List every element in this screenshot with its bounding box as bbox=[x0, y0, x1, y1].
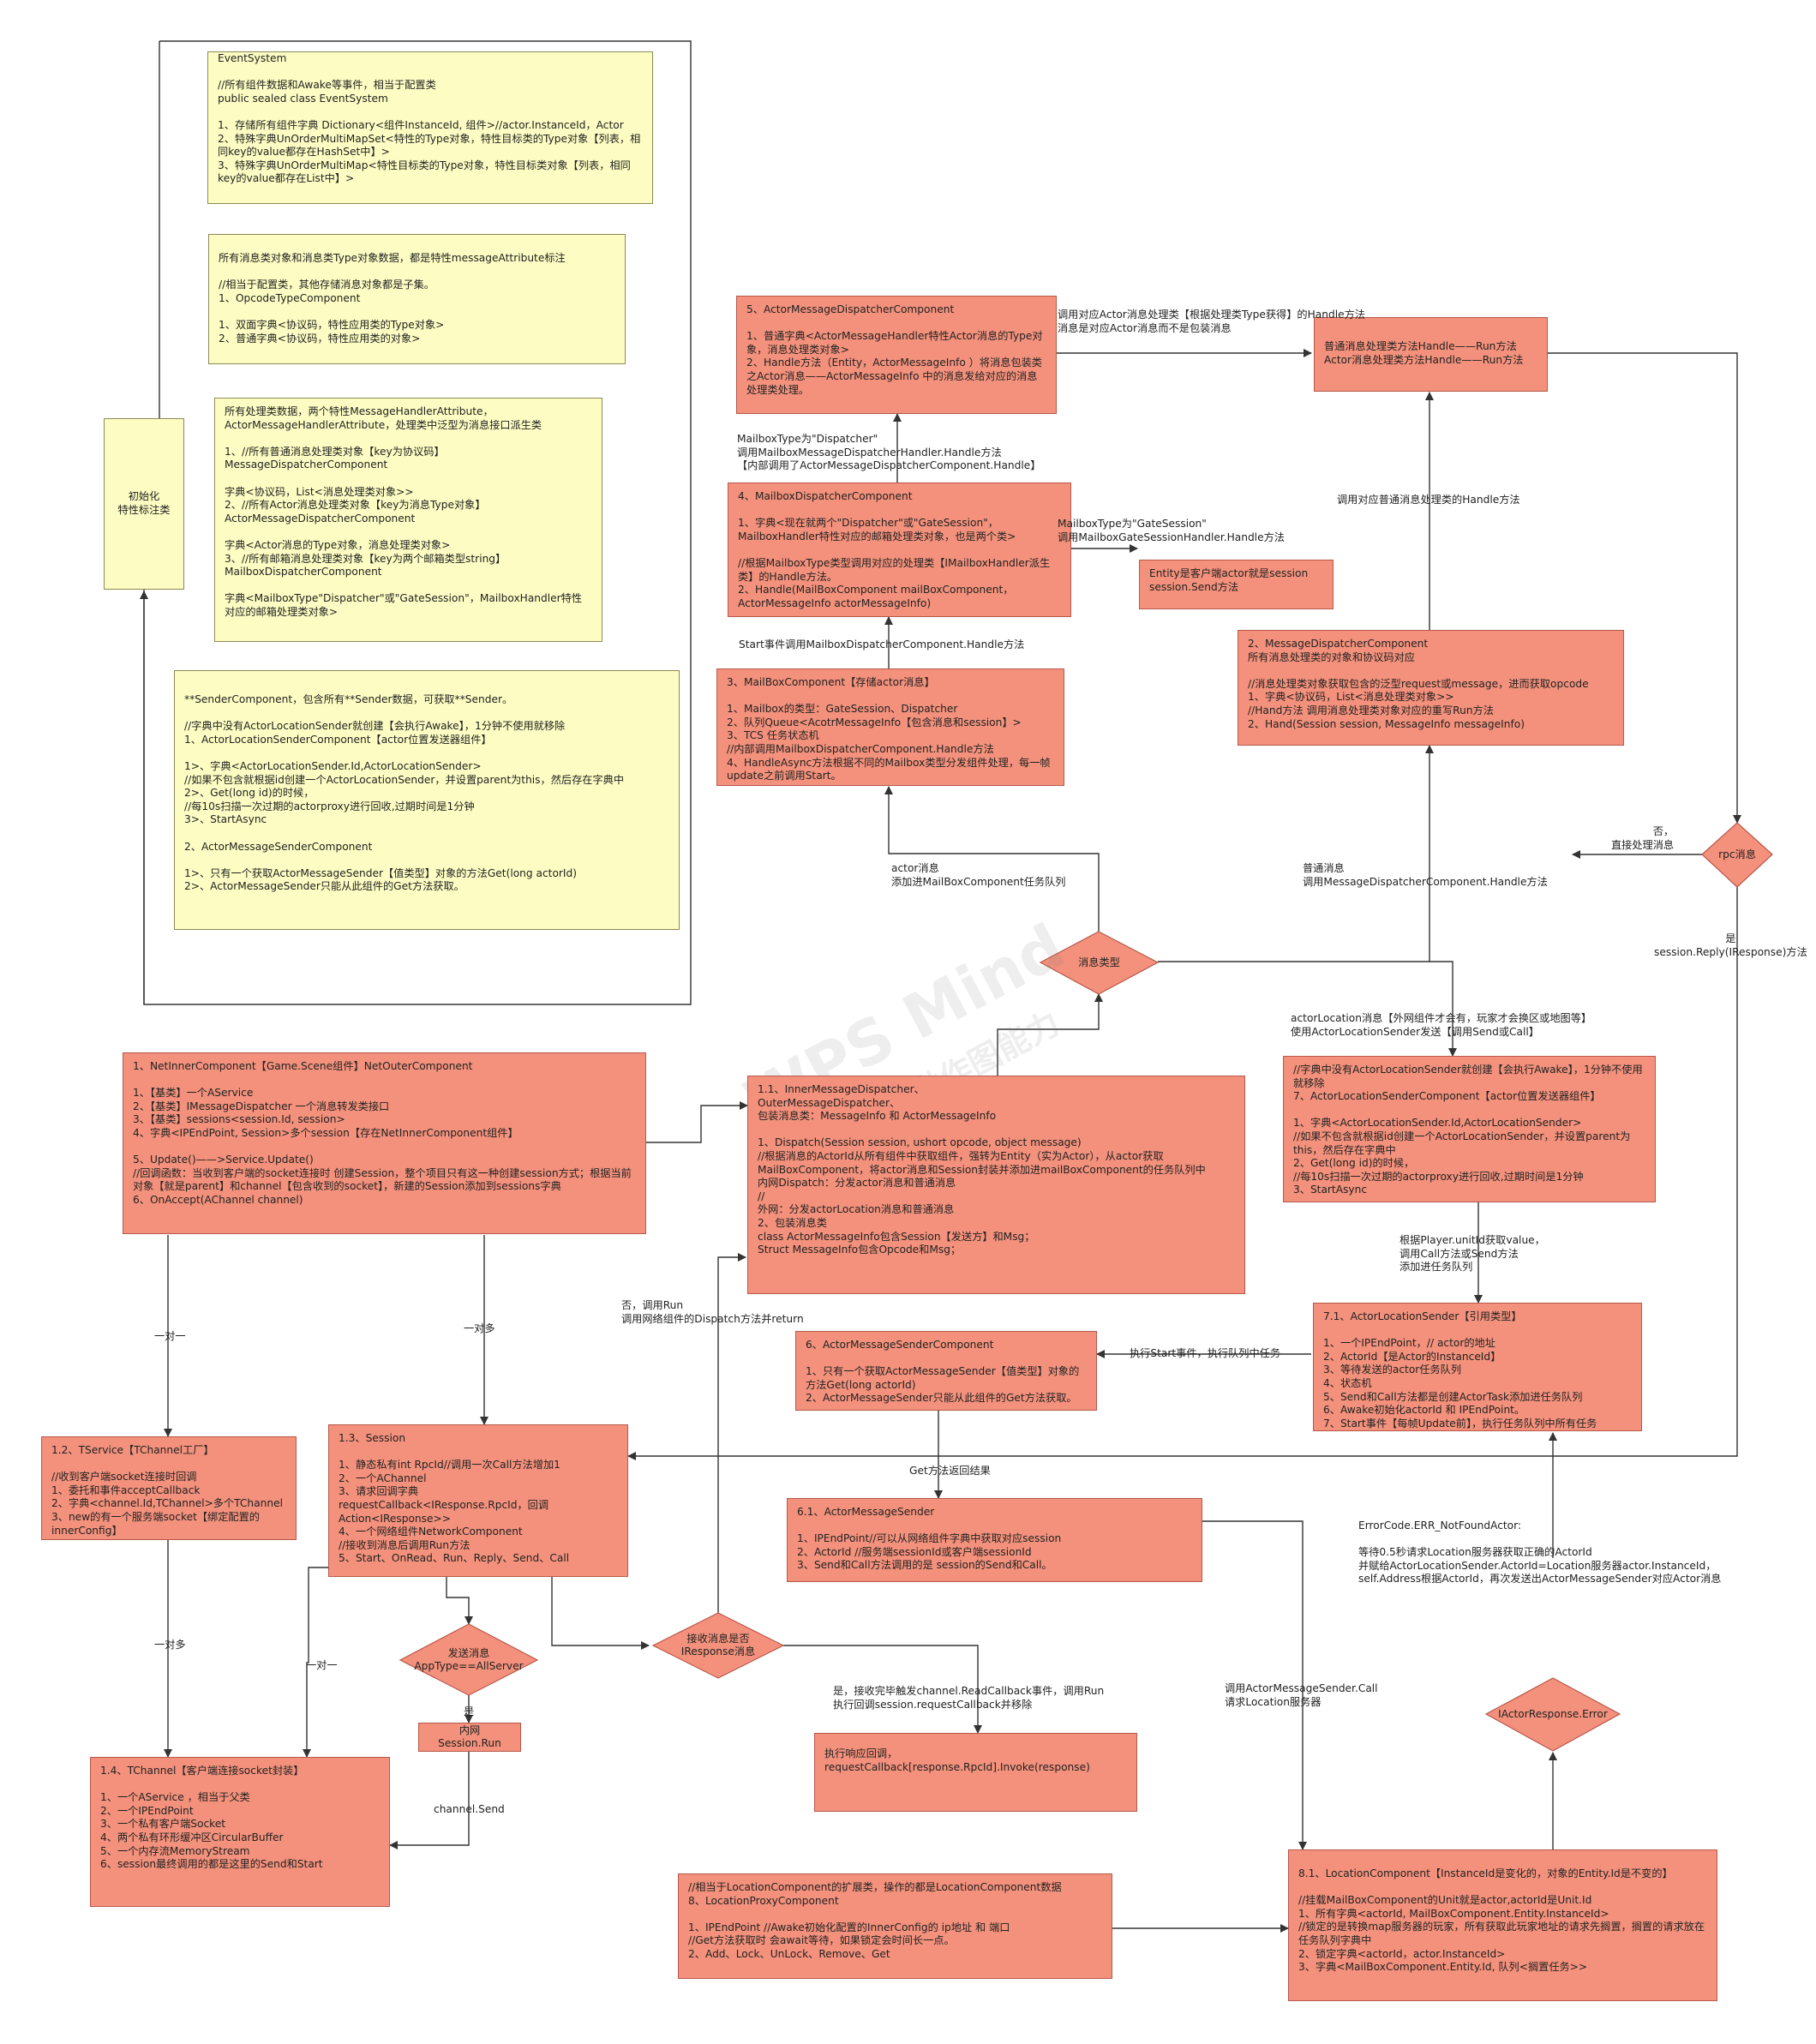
node-actor-message-dispatcher[interactable]: 5、ActorMessageDispatcherComponent 1、普通字典… bbox=[736, 296, 1057, 414]
node-inner-dispatcher[interactable]: 1.1、InnerMessageDispatcher、 OuterMessage… bbox=[747, 1076, 1245, 1294]
diamond-send-msg bbox=[399, 1623, 539, 1696]
edge-label-not-found-actor: ErrorCode.ERR_NotFoundActor: 等待0.5秒请求Loc… bbox=[1358, 1520, 1722, 1585]
node-init[interactable]: 初始化 特性标注类 bbox=[104, 418, 184, 590]
diamond-msg-type bbox=[1039, 931, 1160, 995]
edge-msgtype-to-mailbox bbox=[884, 786, 1100, 932]
node-actor-message-sender[interactable]: 6.1、ActorMessageSender 1、IPEndPoint//可以从… bbox=[787, 1498, 1202, 1582]
node-inner-session-run[interactable]: 内网 Session.Run bbox=[418, 1723, 521, 1752]
node-message-attribute[interactable]: 所有消息类对象和消息类Type对象数据，都是特性messageAttribute… bbox=[208, 234, 626, 364]
node-tservice[interactable]: 1.2、TService【TChannel工厂】 //收到客户端socket连接… bbox=[41, 1436, 297, 1540]
edge-session-to-send bbox=[446, 1576, 473, 1625]
edge-label-rpc-no: 否， 直接处理消息 bbox=[1611, 825, 1675, 851]
edge-label-one-to-many-tchannel: 一对多 bbox=[154, 1639, 186, 1651]
node-location-component[interactable]: 8.1、LocationComponent【InstanceId是变化的，对象的… bbox=[1288, 1849, 1717, 2001]
edge-label-one-to-many-session: 一对多 bbox=[464, 1322, 495, 1334]
node-tchannel[interactable]: 1.4、TChannel【客户端连接socket封装】 1、一个AService… bbox=[90, 1757, 390, 1907]
edge-label-send-yes: 是 bbox=[464, 1705, 475, 1717]
edge-label-gatesession: MailboxType为"GateSession" 调用MailboxGateS… bbox=[1058, 518, 1285, 543]
node-mailbox-component[interactable]: 3、MailBoxComponent【存储actor消息】 1、Mailbox的… bbox=[716, 668, 1064, 786]
edge-label-call-location: 调用ActorMessageSender.Call 请求Location服务器 bbox=[1225, 1682, 1378, 1708]
diamond-iactor-error bbox=[1484, 1677, 1621, 1752]
node-location-proxy[interactable]: //相当于LocationComponent的扩展类，操作的都是Location… bbox=[678, 1873, 1112, 1979]
edge-label-one-to-one-tchannel: 一对一 bbox=[306, 1659, 338, 1671]
edge-ms-to-location bbox=[1202, 1520, 1307, 1850]
edge-session-to-tchannel bbox=[303, 1567, 346, 1758]
node-execute-response[interactable]: 执行响应回调， requestCallback[response.RpcId].… bbox=[814, 1733, 1137, 1812]
edge-label-start-event: Start事件调用MailboxDispatcherComponent.Hand… bbox=[739, 638, 1025, 650]
edge-run-to-rpc bbox=[1547, 352, 1741, 824]
edge-label-start-task: 执行Start事件，执行队列中任务 bbox=[1130, 1347, 1281, 1359]
edge-label-dispatcher-mailbox: MailboxType为"Dispatcher" 调用MailboxMessag… bbox=[737, 433, 1041, 472]
edge-label-actor-msg: actor消息 添加进MailBoxComponent任务队列 bbox=[891, 862, 1066, 888]
edge-inner-to-msgtype bbox=[997, 993, 1103, 1076]
edge-label-rpc-yes: 是 session.Reply(IResponse)方法 bbox=[1654, 932, 1807, 958]
node-location-sender[interactable]: 7.1、ActorLocationSender【引用类型】 1、一个IPEndP… bbox=[1313, 1303, 1642, 1431]
node-location-sender-component[interactable]: //字典中没有ActorLocationSender就创建【会执行Awake】，… bbox=[1283, 1056, 1656, 1202]
node-message-dispatcher[interactable]: 2、MessageDispatcherComponent 所有消息处理类的对象和… bbox=[1238, 630, 1624, 746]
edge-label-normal-handle: 调用对应普通消息处理类的Handle方法 bbox=[1337, 494, 1520, 506]
edge-label-get-result: Get方法返回结果 bbox=[909, 1465, 991, 1477]
node-handle-run[interactable]: 普通消息处理类方法Handle——Run方法 Actor消息处理类方法Handl… bbox=[1314, 317, 1548, 392]
node-mailbox-dispatcher[interactable]: 4、MailboxDispatcherComponent 1、字典<现在就两个"… bbox=[728, 483, 1071, 617]
node-net-component[interactable]: 1、NetInnerComponent【Game.Scene组件】NetOute… bbox=[123, 1052, 646, 1234]
edge-label-recv-yes: 是，接收完毕触发channel.ReadCallback事件，调用Run 执行回… bbox=[833, 1685, 1105, 1711]
node-sender-component[interactable]: **SenderComponent，包含所有**Sender数据，可获取**Se… bbox=[174, 670, 680, 930]
edge-label-actor-location: actorLocation消息【外网组件才会有，玩家才会换区或地图等】 使用Ac… bbox=[1291, 1012, 1592, 1038]
edge-label-player-unit: 根据Player.unitId获取value， 调用Call方法或Send方法 … bbox=[1399, 1234, 1545, 1274]
node-handler-attribute[interactable]: 所有处理类数据，两个特性MessageHandlerAttribute，Acto… bbox=[214, 398, 602, 642]
node-actor-message-sender-component[interactable]: 6、ActorMessageSenderComponent 1、只有一个获取Ac… bbox=[795, 1331, 1097, 1411]
edge-net-to-inner bbox=[646, 1101, 748, 1143]
diamond-rpc-msg bbox=[1701, 822, 1773, 888]
edge-session-to-recv bbox=[551, 1576, 650, 1650]
edge-label-actor-handle: 调用对应Actor消息处理类【根据处理类Type获得】的Handle方法 消息是… bbox=[1058, 309, 1365, 334]
edge-msgtype-to-message-dispatcher bbox=[1158, 745, 1434, 962]
node-event-system[interactable]: EventSystem //所有组件数据和Awake等事件，相当于配置类 pub… bbox=[207, 51, 653, 204]
edge-label-channel-send: channel.Send bbox=[434, 1803, 505, 1815]
edge-msgtype-to-location-sender-comp bbox=[1429, 961, 1457, 1057]
edge-recv-no-to-inner bbox=[717, 1253, 746, 1613]
node-session[interactable]: 1.3、Session 1、静态私有int RpcId//调用一次Call方法增… bbox=[328, 1424, 628, 1577]
edge-label-normal-msg: 普通消息 调用MessageDispatcherComponent.Handle… bbox=[1303, 862, 1548, 888]
edge-label-one-to-one-tservice: 一对一 bbox=[154, 1330, 186, 1342]
diamond-recv-response bbox=[651, 1612, 785, 1679]
node-entity-client[interactable]: Entity是客户端actor就是session session.Send方法 bbox=[1139, 560, 1334, 609]
edge-recv-yes-to-exec bbox=[783, 1645, 982, 1734]
edge-run-to-tchannel bbox=[389, 1751, 470, 1849]
edge-rpc-yes-to-session bbox=[627, 887, 1738, 1460]
edge-label-recv-no: 否，调用Run 调用网络组件的Dispatch方法并return bbox=[621, 1299, 804, 1325]
